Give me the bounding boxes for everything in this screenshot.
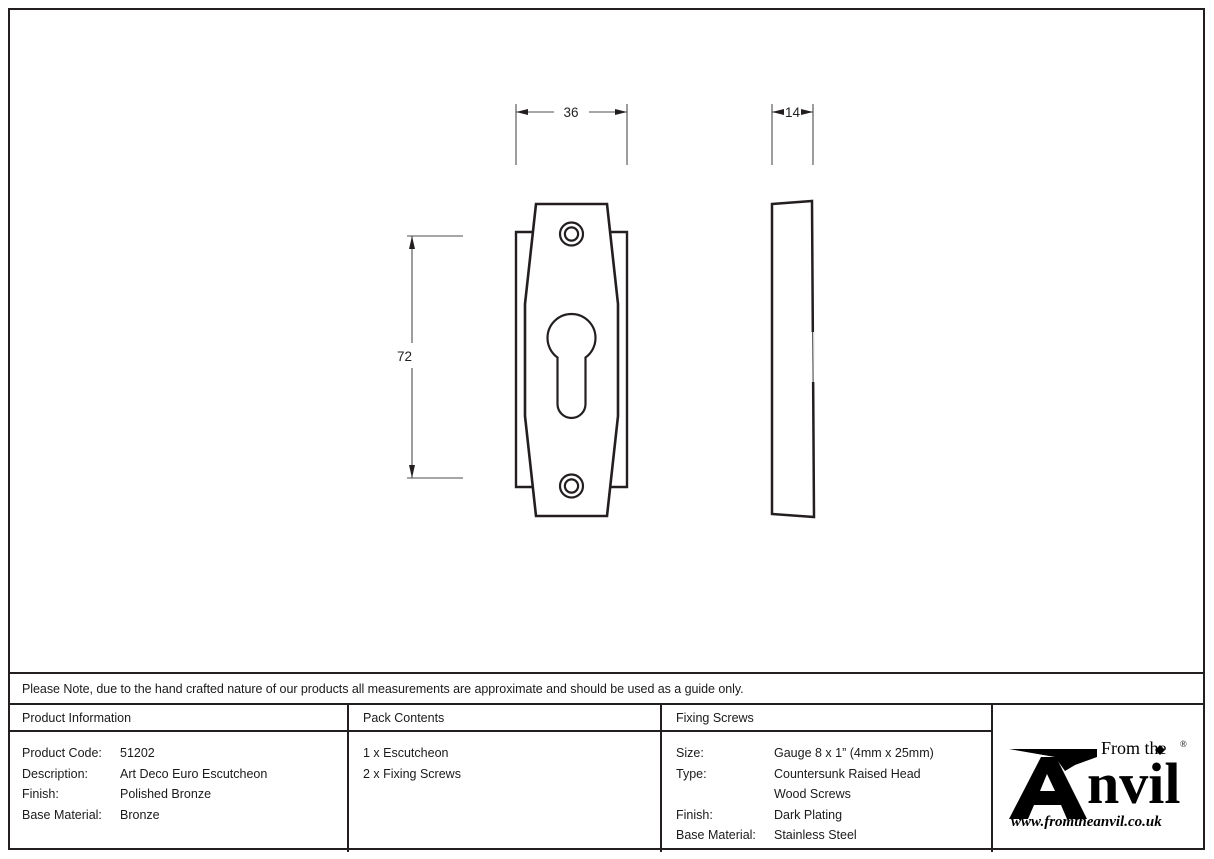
- spec-value: Wood Screws: [774, 787, 851, 801]
- side-view: [770, 199, 816, 519]
- drawing-frame: [8, 8, 1205, 850]
- spec-value: Countersunk Raised Head: [774, 766, 921, 781]
- dimension-height-72: [407, 235, 463, 479]
- please-note-row: Please Note, due to the hand crafted nat…: [8, 674, 1205, 705]
- dimension-width-36: [515, 104, 628, 165]
- fixing-screws-body: Size: Gauge 8 x 1” (4mm x 25mm) Type: Co…: [662, 732, 991, 846]
- spec-label: Finish:: [22, 787, 59, 801]
- spec-row: Finish: Polished Bronze: [22, 784, 347, 805]
- spec-label: [676, 784, 774, 805]
- column-pack-contents: Pack Contents 1 x Escutcheon 2 x Fixing …: [349, 705, 662, 852]
- spec-label: Product Code:: [22, 746, 102, 760]
- spec-value: Art Deco Euro Escutcheon: [120, 766, 268, 781]
- drawing-area: 36 72 14: [8, 8, 1205, 672]
- column-product-information: Product Information Product Code: 51202 …: [8, 705, 349, 852]
- spec-value: Dark Plating: [774, 807, 843, 822]
- spec-row: Wood Screws: [676, 784, 991, 805]
- pack-contents-line: 1 x Escutcheon: [363, 746, 449, 760]
- logo-registered-mark: ®: [1180, 739, 1187, 749]
- please-note-text: Please Note, due to the hand crafted nat…: [22, 681, 744, 696]
- spec-label: Description:: [22, 766, 88, 781]
- pack-contents-line: 2 x Fixing Screws: [363, 766, 461, 781]
- spec-value: Gauge 8 x 1” (4mm x 25mm): [774, 746, 934, 760]
- logo-top-text: From the: [1101, 738, 1167, 758]
- dimension-label-36: 36: [563, 105, 578, 120]
- spec-label: Finish:: [676, 807, 713, 822]
- diamond-dot-icon: [1155, 744, 1165, 755]
- spec-row: Finish: Dark Plating: [676, 805, 991, 826]
- dimension-label-72: 72: [397, 349, 412, 364]
- spec-table: Product Information Product Code: 51202 …: [8, 705, 1205, 852]
- logo-url-text: www.fromtheanvil.co.uk: [1011, 814, 1162, 830]
- spec-label: Type:: [676, 766, 707, 781]
- anvil-icon: [1009, 748, 1097, 819]
- spec-label: Base Material:: [22, 807, 102, 822]
- pack-contents-header: Pack Contents: [349, 705, 660, 732]
- side-profile: [770, 199, 816, 519]
- spec-row: Base Material: Stainless Steel: [676, 825, 991, 846]
- info-block: Please Note, due to the hand crafted nat…: [8, 672, 1205, 852]
- fixing-screws-header: Fixing Screws: [662, 705, 991, 732]
- spec-row: Description: Art Deco Euro Escutcheon: [22, 764, 347, 785]
- spec-label: Base Material:: [676, 828, 756, 842]
- from-the-anvil-logo: From the ® nvil www.fromtheanvil.co.uk: [1009, 738, 1187, 830]
- spec-row: Size: Gauge 8 x 1” (4mm x 25mm): [676, 743, 991, 764]
- logo-cell: From the ® nvil www.fromtheanvil.co.uk: [993, 705, 1205, 852]
- spec-label: Size:: [676, 746, 704, 760]
- spec-row: Product Code: 51202: [22, 743, 347, 764]
- logo-main-text: nvil: [1087, 751, 1181, 816]
- product-information-body: Product Code: 51202 Description: Art Dec…: [8, 732, 347, 825]
- spec-value: Bronze: [120, 807, 160, 822]
- spec-value: 51202: [120, 746, 155, 760]
- screw-hole-bottom: [558, 473, 585, 499]
- euro-cylinder-keyhole: [546, 312, 597, 420]
- column-fixing-screws: Fixing Screws Size: Gauge 8 x 1” (4mm x …: [662, 705, 993, 852]
- front-view: [514, 202, 629, 518]
- spec-row: Type: Countersunk Raised Head: [676, 764, 991, 785]
- spec-value: Polished Bronze: [120, 787, 212, 801]
- dimension-depth-14: [771, 104, 814, 165]
- screw-hole-top: [558, 221, 585, 247]
- pack-contents-body: 1 x Escutcheon 2 x Fixing Screws: [349, 732, 660, 784]
- dimension-label-14: 14: [785, 105, 801, 120]
- spec-row: Base Material: Bronze: [22, 805, 347, 826]
- product-information-header: Product Information: [8, 705, 347, 732]
- drawing-svg: 36 72 14: [397, 104, 816, 519]
- spec-value: Stainless Steel: [774, 828, 857, 842]
